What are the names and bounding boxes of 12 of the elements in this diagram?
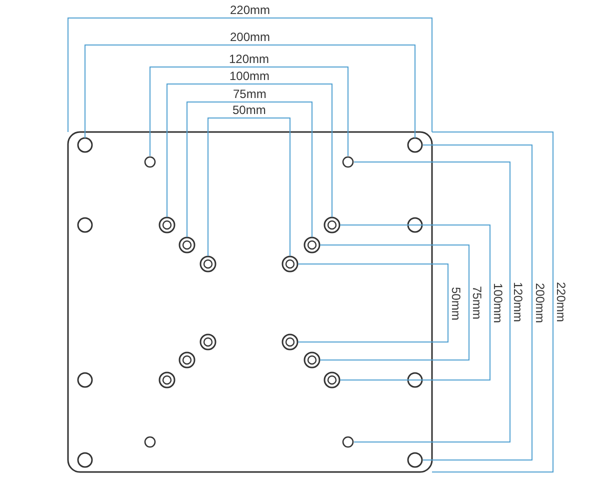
dimension-label: 100mm <box>230 70 270 82</box>
dimension-label: 50mm <box>450 286 462 320</box>
dimension-label: 200mm <box>534 282 546 323</box>
dimension-label: 220mm <box>555 282 567 322</box>
dimension-label: 75mm <box>233 88 266 100</box>
dimension-label: 120mm <box>512 282 524 322</box>
dimension-label: 220mm <box>230 4 270 16</box>
dimension-label: 200mm <box>230 31 270 43</box>
dimension-label: 50mm <box>232 104 266 116</box>
dimension-label: 100mm <box>492 282 504 323</box>
dimension-label: 120mm <box>229 53 270 65</box>
dimension-label: 75mm <box>471 286 483 320</box>
